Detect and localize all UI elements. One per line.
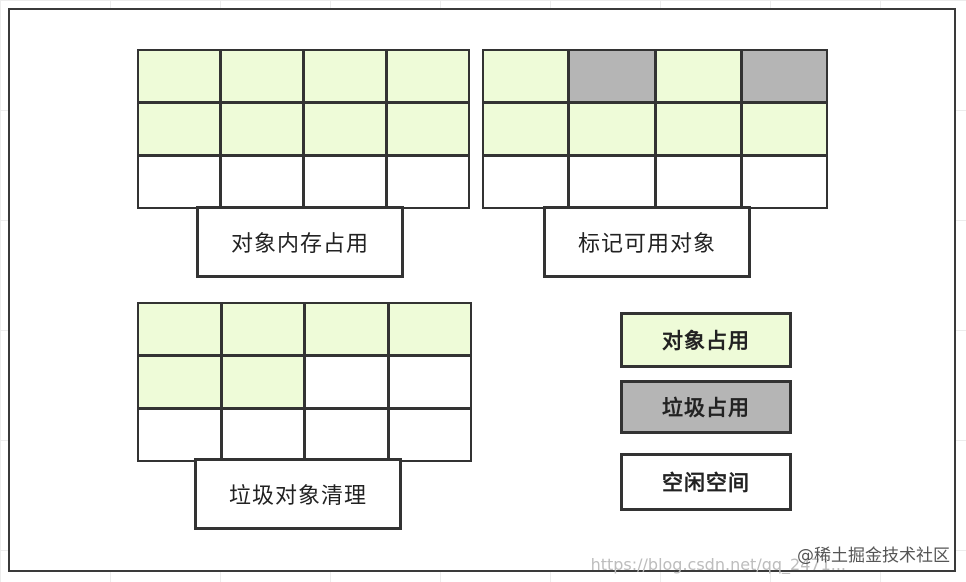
panel-label-object-usage: 对象内存占用 (196, 206, 404, 278)
memory-cell-empty (389, 410, 470, 460)
memory-cell-garbage (570, 51, 654, 101)
memory-cell-used (222, 304, 303, 354)
memory-cell-empty (388, 157, 468, 207)
memory-cell-used (222, 357, 303, 407)
legend-free-space: 空闲空间 (620, 453, 792, 511)
memory-cell-used (139, 51, 219, 101)
memory-cell-used (484, 104, 568, 154)
memory-cell-empty (222, 410, 303, 460)
memory-cell-used (389, 304, 470, 354)
memory-cell-used (388, 104, 468, 154)
memory-cell-empty (305, 157, 385, 207)
memory-grid-garbage-cleanup (137, 302, 472, 462)
memory-grid-object-usage (137, 49, 470, 209)
memory-cell-empty (306, 410, 387, 460)
memory-cell-used (388, 51, 468, 101)
panel-label-mark-live: 标记可用对象 (543, 206, 751, 278)
memory-cell-used (306, 304, 387, 354)
memory-cell-empty (306, 357, 387, 407)
memory-cell-used (742, 104, 826, 154)
memory-cell-empty (656, 157, 740, 207)
memory-cell-garbage (742, 51, 826, 101)
memory-cell-used (222, 104, 302, 154)
memory-cell-used (484, 51, 568, 101)
memory-cell-empty (139, 157, 219, 207)
memory-cell-used (139, 304, 220, 354)
memory-cell-used (656, 104, 740, 154)
memory-grid-mark-live (482, 49, 828, 209)
memory-cell-used (570, 104, 654, 154)
legend-garbage-used: 垃圾占用 (620, 380, 792, 434)
memory-cell-empty (139, 410, 220, 460)
memory-cell-used (222, 51, 302, 101)
memory-cell-empty (484, 157, 568, 207)
memory-cell-used (305, 104, 385, 154)
memory-cell-used (305, 51, 385, 101)
memory-cell-used (139, 357, 220, 407)
legend-object-used: 对象占用 (620, 312, 792, 368)
memory-cell-empty (742, 157, 826, 207)
memory-cell-empty (570, 157, 654, 207)
panel-label-garbage-cleanup: 垃圾对象清理 (194, 458, 402, 530)
memory-cell-used (139, 104, 219, 154)
memory-cell-used (656, 51, 740, 101)
watermark-brand: @稀土掘金技术社区 (797, 546, 950, 566)
memory-cell-empty (389, 357, 470, 407)
watermark-url: https://blog.csdn.net/qq_2471... (590, 555, 846, 574)
memory-cell-empty (222, 157, 302, 207)
